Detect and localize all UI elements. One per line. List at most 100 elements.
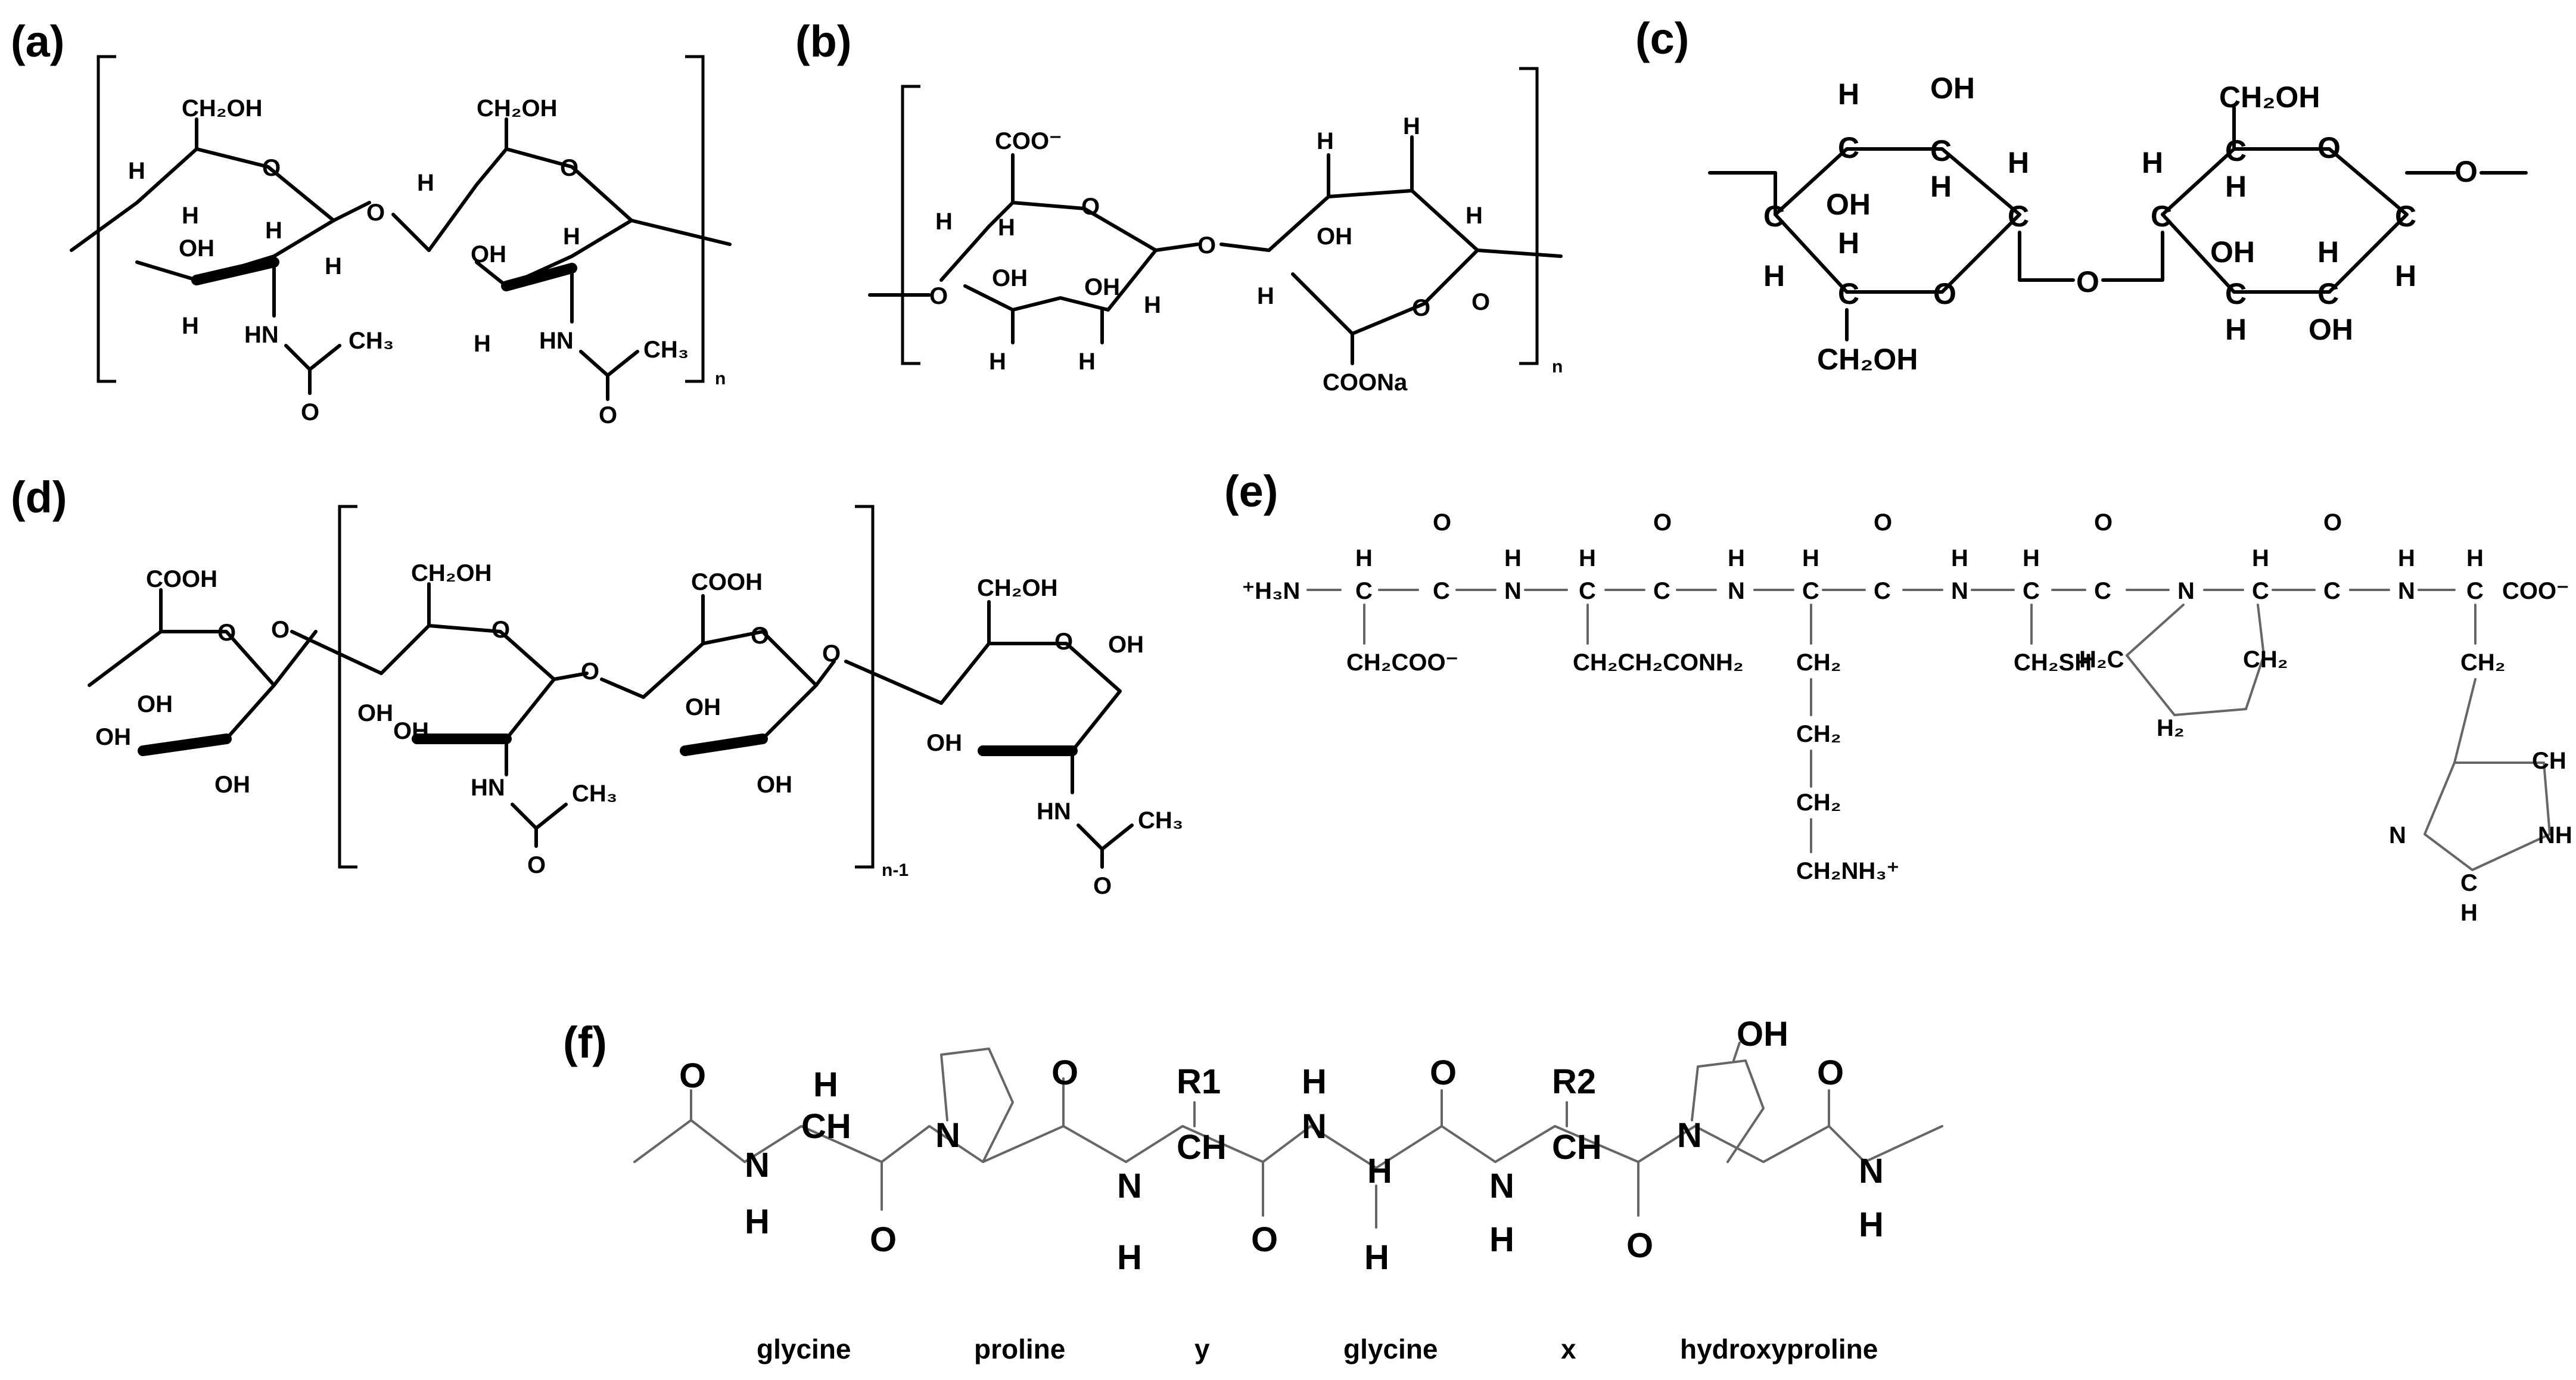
svg-text:H: H [563,223,580,250]
svg-text:H: H [182,313,199,339]
panel-f-residue-y: y [1194,1334,1210,1365]
panel-d-ch2oh-2: CH₂OH [977,575,1058,601]
svg-text:O: O [822,641,841,667]
svg-text:CH: CH [801,1107,851,1146]
svg-text:C: C [1355,578,1373,604]
svg-text:O: O [560,155,578,181]
panel-a-glyco-o: O [366,200,385,226]
svg-text:N: N [2177,578,2195,604]
panel-a-ch2oh-1: CH₂OH [182,95,263,122]
panel-a-ring-o-1: O [262,155,281,181]
svg-text:C: C [2252,578,2269,604]
svg-text:CH: CH [1552,1128,1602,1167]
svg-text:O: O [2323,509,2342,536]
panel-d-ch2oh-1: CH₂OH [411,560,492,586]
panel-e-cys-side: CH₂SH [2014,649,2092,676]
svg-text:OH: OH [95,724,131,750]
svg-text:OH: OH [393,718,429,744]
svg-text:H: H [1078,349,1096,375]
svg-text:H: H [2460,900,2478,926]
svg-text:O: O [301,399,319,425]
svg-text:H: H [1117,1238,1142,1277]
svg-text:C: C [2008,200,2029,233]
svg-text:N: N [1859,1152,1884,1191]
svg-text:O: O [491,617,510,643]
svg-text:H: H [1838,226,1859,260]
svg-text:O: O [751,623,769,649]
svg-text:N: N [2389,822,2406,848]
svg-text:H: H [935,209,953,235]
svg-text:O: O [2094,509,2113,536]
svg-text:H: H [1403,113,1420,139]
svg-text:H: H [1489,1220,1514,1259]
svg-text:H: H [2398,545,2415,571]
svg-text:O: O [1054,629,1073,655]
svg-text:H: H [1728,545,1745,571]
svg-text:H: H [2225,170,2247,203]
svg-text:H: H [813,1065,838,1104]
panel-d-hn-2: HN [1037,798,1071,825]
svg-text:CH₂: CH₂ [1796,790,1841,816]
svg-text:N: N [1117,1167,1142,1205]
svg-text:O: O [527,852,546,878]
svg-text:C: C [2395,200,2416,233]
panel-a-bracket-left [97,55,116,383]
svg-text:C: C [2151,200,2172,233]
svg-text:C: C [1930,134,1952,167]
panel-e-lys-side: CH₂NH₃⁺ [1796,858,1899,884]
panel-d-hn-1: HN [471,775,505,801]
svg-text:H: H [2142,146,2163,179]
svg-text:OH: OH [1084,274,1120,300]
panel-e-gln-side: CH₂CH₂CONH₂ [1573,649,1744,676]
svg-text:H: H [182,203,199,229]
svg-text:O: O [929,283,948,309]
panel-b-coona: COONa [1323,369,1408,396]
panel-f-backbone [633,1119,1943,1169]
panel-d-ring-3 [642,630,818,753]
panel-a-ring-2-wedge [501,263,577,291]
svg-text:H: H [2225,313,2247,346]
svg-text:O: O [581,658,599,685]
panel-c-ch2oh-2: CH₂OH [2219,80,2320,114]
panel-a-ch3-1: CH₃ [349,328,394,354]
svg-text:H: H [325,253,342,279]
svg-text:C: C [1838,131,1859,164]
svg-text:O: O [870,1220,897,1259]
svg-text:N: N [1504,578,1522,604]
svg-text:H: H [1466,203,1483,229]
panel-b-ring-2 [1267,189,1479,335]
svg-text:H: H [1317,128,1334,154]
svg-text:N: N [2398,578,2415,604]
panel-f: (f) O N H CH H O N O N H CH R1 O N H H H… [563,1015,1943,1365]
svg-text:CH₂: CH₂ [1796,649,1841,676]
svg-text:O: O [1933,277,1956,310]
svg-text:OH: OH [1108,632,1144,658]
svg-text:O: O [2317,131,2341,164]
panel-b-ring-1 [939,201,1158,312]
svg-text:N: N [1951,578,1968,604]
svg-text:N: N [745,1146,770,1185]
svg-text:H: H [1504,545,1522,571]
panel-d-cooh-2: COOH [691,569,763,595]
svg-text:H: H [1302,1062,1327,1101]
panel-d-ch3-1: CH₃ [572,781,617,807]
svg-text:O: O [1653,509,1672,536]
panel-a-label: (a) [11,17,64,66]
svg-text:O: O [1471,289,1490,315]
svg-text:H: H [265,217,282,244]
svg-text:OH: OH [757,772,792,798]
svg-text:H: H [1951,545,1968,571]
panel-e-c-terminus: COO⁻ [2502,578,2569,604]
panel-d-cooh-1: COOH [146,566,217,592]
panel-c-ch2oh-1: CH₂OH [1817,343,1918,376]
svg-text:N: N [1302,1107,1327,1146]
svg-text:O: O [599,402,617,428]
svg-text:H: H [1838,77,1859,111]
panel-d-label: (d) [11,473,67,522]
svg-text:C: C [2466,578,2484,604]
svg-text:C: C [1874,578,1891,604]
svg-text:C: C [1433,578,1450,604]
svg-text:H: H [128,158,145,184]
svg-text:O: O [1430,1053,1457,1092]
